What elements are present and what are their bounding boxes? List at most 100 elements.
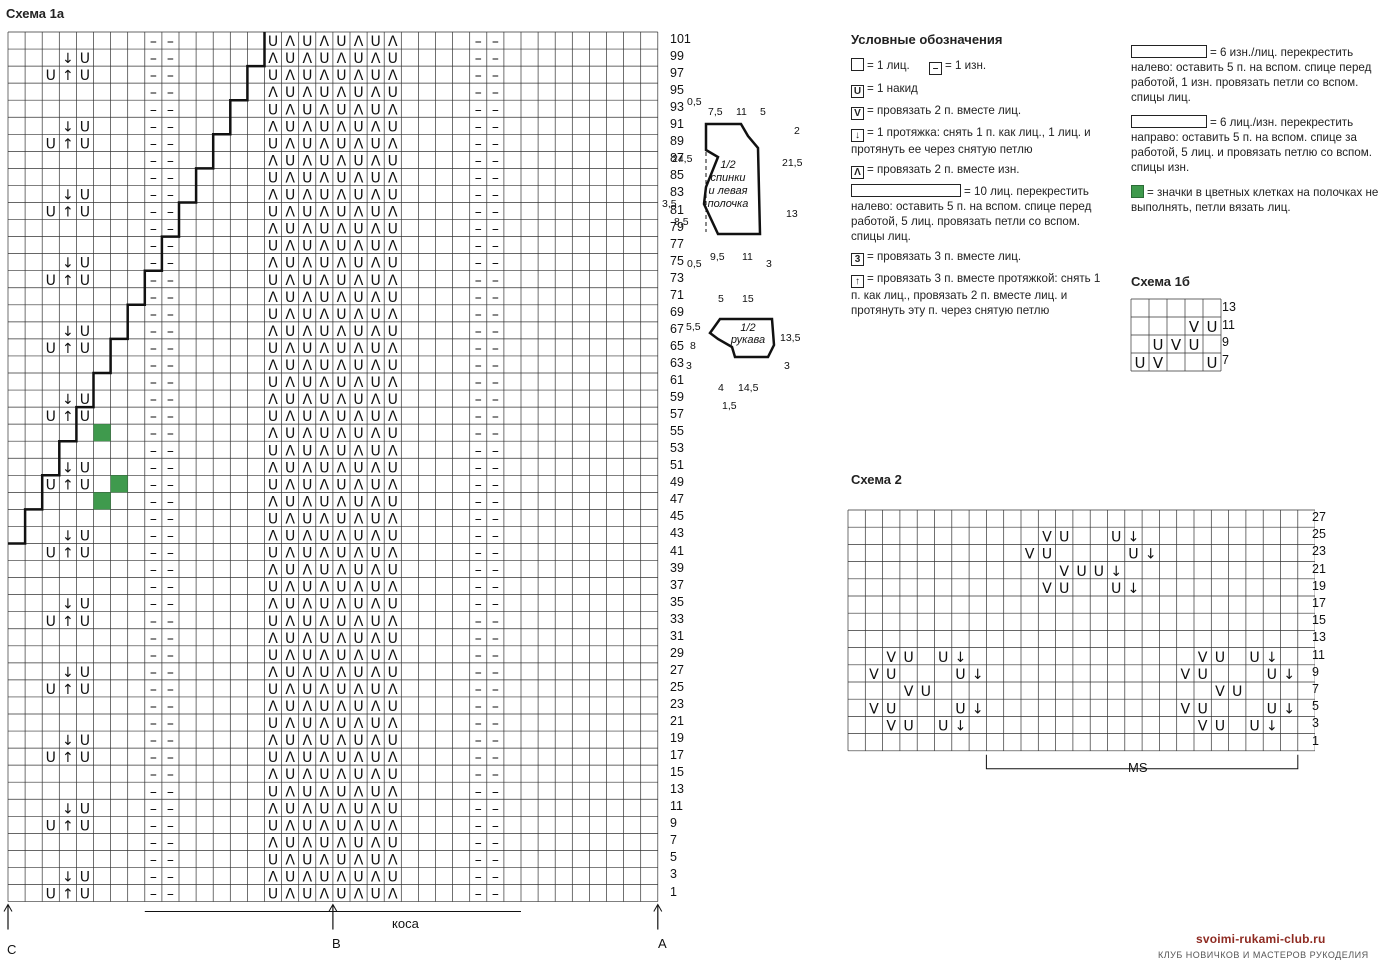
scheme-1a-row-number: 71 <box>670 287 684 302</box>
cable-stitch-symbol: Λ <box>354 341 364 357</box>
scheme-2-symbol: U <box>1111 529 1121 545</box>
purl-symbol: – <box>492 597 499 613</box>
cable-stitch-symbol: Λ <box>371 597 381 613</box>
scheme-1a-row-number: 13 <box>670 782 684 797</box>
cable-stitch-symbol: U <box>268 68 278 84</box>
purl-symbol: – <box>492 648 499 664</box>
back-dim-bottom-3: 11 <box>742 251 753 263</box>
cable-stitch-symbol: U <box>268 511 278 527</box>
scheme-1a-row-number: 7 <box>670 833 677 848</box>
purl-symbol: – <box>150 273 157 289</box>
cable-stitch-symbol: U <box>336 136 346 152</box>
cable-stitch-symbol: U <box>336 546 346 562</box>
cable-stitch-symbol: Λ <box>320 443 330 459</box>
cable-stitch-symbol: Λ <box>354 511 364 527</box>
yo-symbol: U <box>80 887 90 903</box>
cable-stitch-symbol: U <box>302 68 312 84</box>
cable-stitch-symbol: U <box>353 188 363 204</box>
scheme-2-symbol: V <box>869 701 879 717</box>
purl-symbol: – <box>475 222 482 238</box>
purl-symbol: – <box>492 273 499 289</box>
cable-stitch-symbol: Λ <box>388 375 398 391</box>
cable-stitch-symbol: Λ <box>388 511 398 527</box>
cable-stitch-symbol: U <box>371 887 381 903</box>
cable-stitch-symbol: Λ <box>302 529 312 545</box>
purl-symbol: – <box>492 546 499 562</box>
purl-symbol: – <box>150 324 157 340</box>
cable-stitch-symbol: U <box>302 307 312 323</box>
cable-stitch-symbol: U <box>302 818 312 834</box>
yo-symbol: U <box>80 392 90 408</box>
k2tog-symbol: V <box>1189 318 1200 336</box>
purl-symbol: – <box>475 631 482 647</box>
cable-stitch-symbol: U <box>371 375 381 391</box>
cable-stitch-symbol: Λ <box>268 665 278 681</box>
scheme-1a-row-number: 29 <box>670 645 684 660</box>
ssk-symbol: ↓ <box>62 324 74 340</box>
cable-stitch-symbol: U <box>319 631 329 647</box>
purl-symbol: – <box>167 631 174 647</box>
cable-stitch-symbol: U <box>285 188 295 204</box>
scheme-2-symbol: U <box>1111 581 1121 597</box>
cable-stitch-symbol: U <box>353 494 363 510</box>
cable-stitch-symbol: Λ <box>371 631 381 647</box>
cable-stitch-symbol: U <box>371 170 381 186</box>
cable-stitch-symbol: U <box>388 392 398 408</box>
cable-stitch-symbol: Λ <box>320 205 330 221</box>
cable-stitch-symbol: Λ <box>388 443 398 459</box>
scheme-1a-row-number: 77 <box>670 236 684 251</box>
purl-symbol: – <box>475 887 482 903</box>
purl-symbol: – <box>475 341 482 357</box>
cable-stitch-symbol: U <box>336 409 346 425</box>
purl-symbol: – <box>492 460 499 476</box>
cable-stitch-symbol: U <box>268 614 278 630</box>
cable-stitch-symbol: U <box>388 801 398 817</box>
scheme-1a-row-number: 23 <box>670 696 684 711</box>
cable-stitch-symbol: Λ <box>302 51 312 67</box>
cable-stitch-symbol: Λ <box>320 682 330 698</box>
cable-stitch-symbol: U <box>268 409 278 425</box>
cable-stitch-symbol: U <box>302 34 312 50</box>
purl-symbol: – <box>150 102 157 118</box>
cable-stitch-symbol: U <box>371 68 381 84</box>
scheme-1a-row-number: 53 <box>670 441 684 456</box>
purl-symbol: – <box>167 835 174 851</box>
cable-stitch-symbol: Λ <box>354 716 364 732</box>
purl-symbol: – <box>475 136 482 152</box>
cable-stitch-symbol: Λ <box>285 273 295 289</box>
cable-stitch-symbol: U <box>319 290 329 306</box>
scheme-2-symbol: U <box>903 719 913 735</box>
cable-stitch-symbol: U <box>319 801 329 817</box>
back-dim-left-1: 24,5 <box>672 153 693 165</box>
cable-stitch-symbol: U <box>388 460 398 476</box>
cable-stitch-symbol: Λ <box>285 716 295 732</box>
scheme-1a-row-number: 69 <box>670 304 684 319</box>
purl-symbol: – <box>492 222 499 238</box>
cable-stitch-symbol: Λ <box>337 426 347 442</box>
purl-symbol: – <box>475 699 482 715</box>
yarn-over-icon: U <box>851 85 864 98</box>
cable-stitch-symbol: Λ <box>320 409 330 425</box>
scheme-1a-row-number: 55 <box>670 424 684 439</box>
purl-symbol: – <box>475 426 482 442</box>
scheme-1a-row-number: 73 <box>670 270 684 285</box>
cable-stitch-symbol: U <box>285 85 295 101</box>
cable-stitch-symbol: Λ <box>268 563 278 579</box>
scheme-2-symbol: V <box>1198 650 1208 666</box>
yo-symbol: U <box>80 546 90 562</box>
ms-bracket <box>985 754 1299 770</box>
cable-stitch-symbol: U <box>302 648 312 664</box>
cable-stitch-symbol: U <box>371 784 381 800</box>
cable-stitch-symbol: Λ <box>354 784 364 800</box>
ssk-symbol: ↓ <box>62 870 74 886</box>
cable-stitch-symbol: Λ <box>320 750 330 766</box>
purl-symbol: – <box>150 767 157 783</box>
cable-stitch-symbol: U <box>268 136 278 152</box>
purl-symbol: – <box>475 34 482 50</box>
cable-stitch-symbol: U <box>336 852 346 868</box>
cable-stitch-symbol: Λ <box>337 631 347 647</box>
cable-stitch-symbol: U <box>302 136 312 152</box>
cable-stitch-symbol: U <box>319 256 329 272</box>
cable-stitch-symbol: U <box>302 750 312 766</box>
cable-stitch-symbol: U <box>353 631 363 647</box>
